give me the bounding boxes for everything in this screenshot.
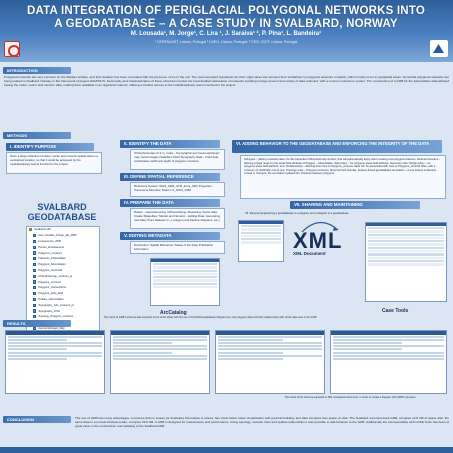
tree-item[interactable]: Topography_Adv_contours_pl (27, 302, 99, 308)
results-caption-top: The result of GDB's schema was exported … (103, 316, 317, 319)
tree-item-label: Polygons_Adventdalen (38, 263, 66, 267)
feature-icon (33, 274, 37, 278)
tree-item[interactable]: Fractures_Adventdalen (27, 256, 99, 262)
case-tools-label: Case Tools (382, 308, 409, 314)
tree-item-label: Geomorphologic_Map (38, 326, 65, 330)
poster-header: DATA INTEGRATION OF PERIGLACIAL POLYGONA… (0, 0, 453, 62)
conclusion-text: The use of GDB has many advantages, it e… (75, 416, 449, 429)
feature-icon (33, 297, 37, 302)
feature-icon (33, 309, 37, 313)
cerena-logo (4, 41, 20, 57)
tree-item-label: Poligonos_contours (38, 251, 62, 255)
feature-icon (33, 292, 37, 296)
tree-item[interactable]: Profiles_Adventdalen (27, 297, 99, 303)
case-tools-screenshot (365, 222, 447, 302)
step-identify-data-text: Orthophotomaps (0.2 m, rural) – Topograp… (130, 149, 225, 170)
tree-item-label: Aero_Detalhe_Fotogr_AE_2005 (38, 234, 77, 238)
tree-item[interactable]: Svalbard.mdb (27, 227, 99, 233)
tree-item-label: Lineamentos_2006 (38, 239, 62, 243)
methods-heading: METHODS (3, 132, 71, 139)
tree-item-label: Polygons_intersections (38, 286, 66, 290)
raster-icon (33, 234, 37, 238)
diagram-screenshot-left (238, 220, 284, 262)
feature-icon (33, 257, 37, 261)
tree-item[interactable]: Orthophotomap_contours_pl (27, 273, 99, 279)
tree-item[interactable]: Topography_ortho (27, 308, 99, 314)
step-editing-metadata: V. EDITING METADATA (120, 232, 220, 240)
xml-label: XML (293, 228, 343, 253)
step-prepare-data: IV. PREPARE THE DATA (120, 199, 220, 207)
xml-arrow (301, 221, 339, 233)
arccatalog-label: ArcCatalog (160, 310, 187, 316)
raster-icon (33, 326, 37, 331)
step-prepare-data-text: Raster – Georeferencing, Orthorectifying… (130, 208, 225, 229)
authors: M. Lousada¹, M. Jorge¹, C. Lira ¹, J. Sa… (130, 31, 322, 37)
tree-item[interactable]: Poligonos_contours (27, 250, 99, 256)
tree-item-label: Topography_Adv_contours_pl (38, 303, 74, 307)
feature-icon (33, 286, 37, 290)
step-identify-purpose-text: Store a large collection of raster, vect… (6, 152, 102, 174)
step-adding-behavior-text: Subtypes – Setting a default value: for … (240, 155, 446, 199)
feature-icon (33, 303, 37, 307)
results-screenshot-3 (215, 330, 325, 394)
tree-item-label: Polygons_contours (38, 280, 62, 284)
tree-item[interactable]: Topology_Polygons_contours (27, 314, 99, 320)
step-define-spatial-reference-text: Reference System: WGS_1984_UTM_Zone_33N;… (130, 182, 225, 197)
introduction-text: Polygonal networks are very common on th… (4, 75, 449, 88)
feature-icon (33, 315, 37, 319)
affiliations: ¹ CERENA/IST, Lisbon, Portugal ² LNEG, L… (154, 40, 298, 44)
institution-logo (430, 40, 448, 57)
results-screenshot-2 (110, 330, 210, 394)
tree-item-label: Profiles_Adventdalen (38, 297, 64, 301)
results-screenshot-1 (5, 330, 105, 394)
step-editing-metadata-text: Description: Spatial Reference; Status o… (130, 241, 225, 254)
tree-item-label: Polygons_Centroids (38, 268, 63, 272)
database-icon (29, 228, 33, 232)
poster-title: DATA INTEGRATION OF PERIGLACIAL POLYGONA… (27, 5, 425, 30)
tree-item-label: Topography_ortho (38, 309, 60, 313)
arccatalog-screenshot (150, 258, 220, 306)
results-heading: RESULTS (3, 320, 71, 327)
tree-item-label: Pontos_levantamento (38, 245, 65, 249)
tree-item-label: Polygons_plots_field (38, 292, 63, 296)
tree-item-label: Topology_Polygons_contours (38, 315, 74, 319)
reverse-engineering-caption: VII. Reverse Engineering a geodatabase t… (245, 212, 349, 215)
results-screenshot-4 (330, 330, 447, 394)
step-define-spatial-reference: III. DEFINE SPATIAL REFERENCE (120, 173, 220, 181)
tree-item-label: Orthophotomap_contours_pl (38, 274, 73, 278)
feature-icon (33, 268, 37, 273)
tree-item[interactable]: Lineamentos_2006 (27, 239, 99, 245)
tree-item-label: Fractures_Adventdalen (38, 257, 66, 261)
conclusion-heading: CONCLUSION (3, 416, 71, 423)
poster-footer (0, 447, 453, 453)
xml-document-label: XML Document (293, 251, 326, 256)
tree-item[interactable]: Aero_Detalhe_Fotogr_AE_2005 (27, 233, 99, 239)
step-adding-behavior: VI. ADDING BEHAVIOR TO THE GEODATABASE A… (232, 140, 442, 153)
results-caption-bottom: The result of the schema exported to XML… (284, 396, 416, 399)
feature-icon (33, 263, 37, 267)
feature-icon (33, 251, 37, 255)
feature-icon (33, 245, 37, 249)
tree-item[interactable]: Polygons_Centroids (27, 268, 99, 274)
tree-item[interactable]: Polygons_contours (27, 279, 99, 285)
geodatabase-title: SVALBARD GEODATABASE (27, 202, 97, 222)
step-identify-purpose: I. IDENTIFY PURPOSE (6, 143, 94, 151)
step-identify-data: II. IDENTIFY THE DATA (120, 140, 220, 148)
tree-item[interactable]: Geomorphologic_Map (27, 326, 99, 332)
tree-item[interactable]: Polygons_intersections (27, 285, 99, 291)
introduction-heading: INTRODUCTION (3, 67, 71, 74)
feature-icon (33, 239, 37, 244)
tree-item[interactable]: Pontos_levantamento (27, 244, 99, 250)
tree-item-label: Svalbard.mdb (34, 228, 51, 232)
tree-item[interactable]: Polygons_plots_field (27, 291, 99, 297)
feature-icon (33, 280, 37, 284)
step-sharing-maintaining: VII. SHARING AND MAINTAINING (290, 201, 420, 209)
tree-item[interactable]: Polygons_Adventdalen (27, 262, 99, 268)
